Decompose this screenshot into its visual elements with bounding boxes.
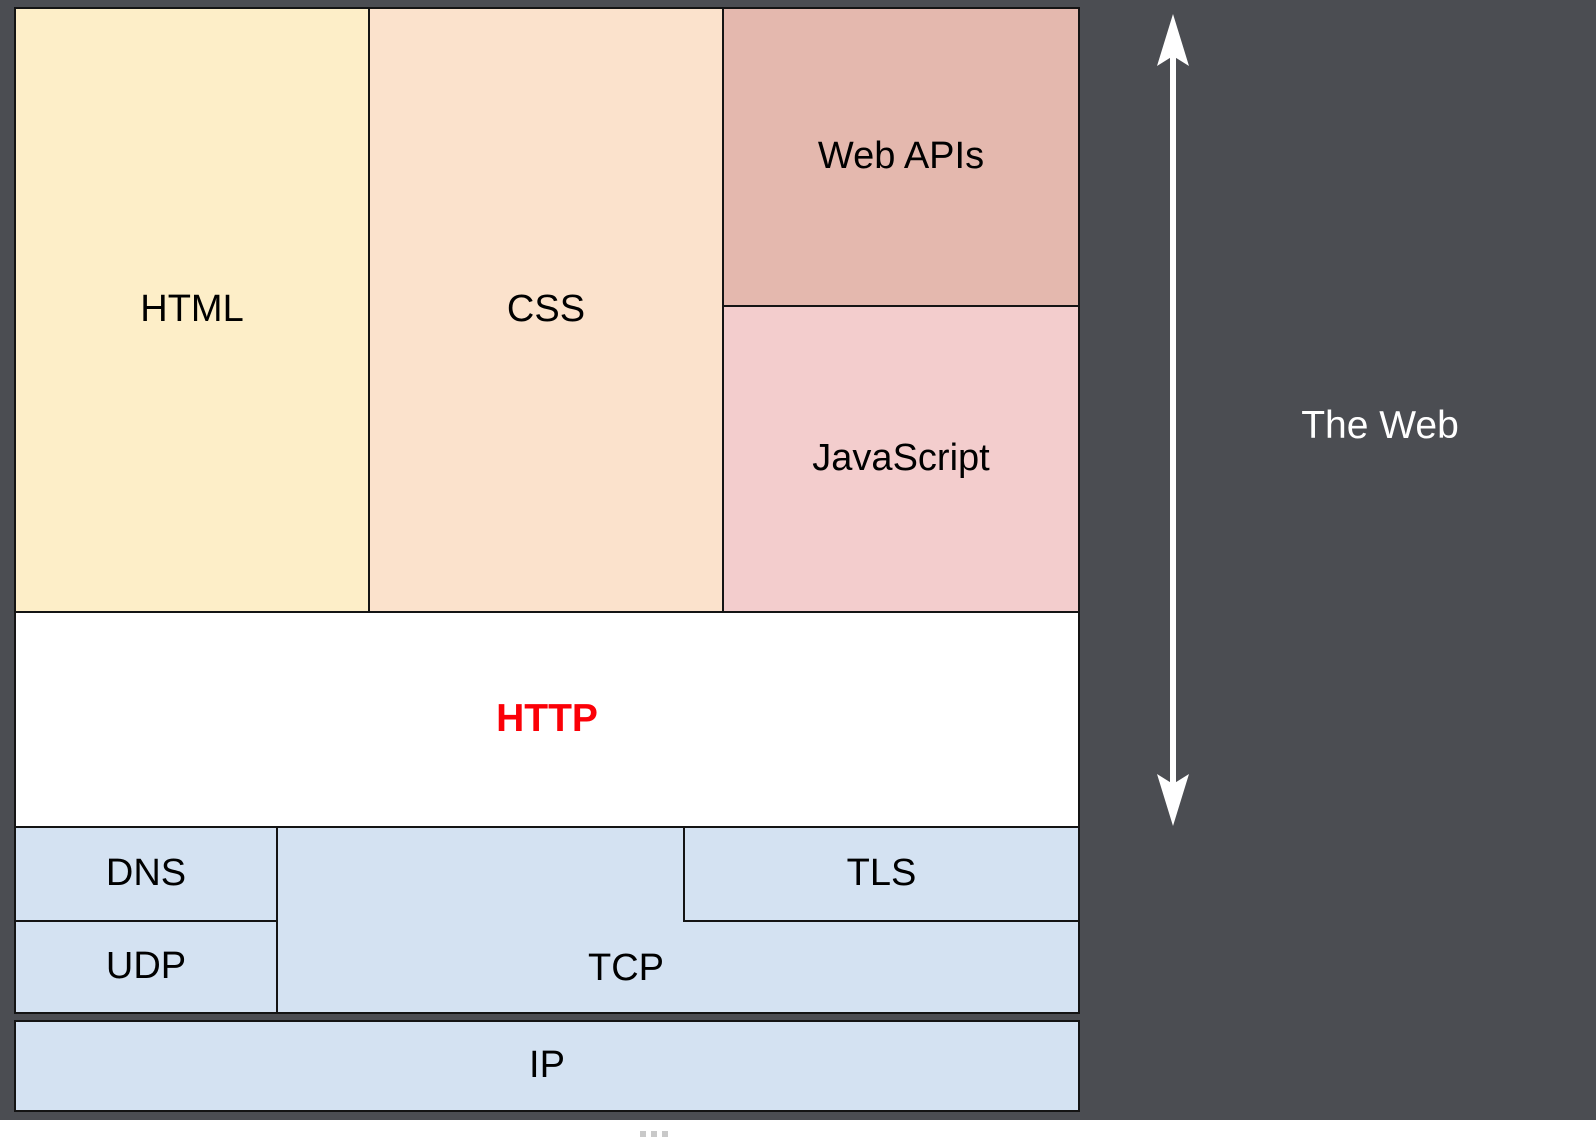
- stack-block-css-label: CSS: [506, 288, 586, 331]
- stack-block-http-label: HTTP: [496, 697, 598, 741]
- drag-dot-3: [662, 1131, 668, 1137]
- stack-block-css[interactable]: CSS: [368, 7, 724, 613]
- stack-block-http[interactable]: HTTP: [14, 611, 1080, 828]
- stack-block-web-apis[interactable]: Web APIs: [722, 7, 1080, 307]
- stack-block-javascript-label: JavaScript: [812, 437, 990, 480]
- stack-block-dns-label: DNS: [105, 852, 187, 895]
- drag-dot-2: [651, 1131, 657, 1137]
- scope-label-text: The Web: [1301, 404, 1459, 447]
- stack-block-ip-label: IP: [529, 1044, 565, 1087]
- diagram-stage: HTML CSS Web APIs JavaScript HTTP TCP DN…: [0, 0, 1596, 1120]
- stack-block-tcp-label: TCP: [588, 947, 664, 990]
- bottom-strip: [0, 1120, 1596, 1144]
- stack-block-tls-label: TLS: [846, 852, 917, 895]
- stack-block-web-apis-label: Web APIs: [817, 135, 985, 178]
- scope-label: The Web: [1190, 404, 1570, 448]
- stack-block-ip[interactable]: IP: [14, 1020, 1080, 1112]
- stack-block-javascript[interactable]: JavaScript: [722, 305, 1080, 613]
- drag-dot-1: [640, 1131, 646, 1137]
- stack-block-dns[interactable]: DNS: [14, 826, 278, 922]
- stack-block-udp[interactable]: UDP: [14, 920, 278, 1014]
- stack-block-udp-label: UDP: [105, 945, 187, 988]
- double-headed-vertical-arrow-icon: [1132, 14, 1214, 826]
- stack-block-html-label: HTML: [140, 288, 244, 331]
- stack-block-tls[interactable]: TLS: [683, 826, 1080, 922]
- drag-handle-dots-icon[interactable]: [640, 1131, 668, 1137]
- stack-block-html[interactable]: HTML: [14, 7, 370, 613]
